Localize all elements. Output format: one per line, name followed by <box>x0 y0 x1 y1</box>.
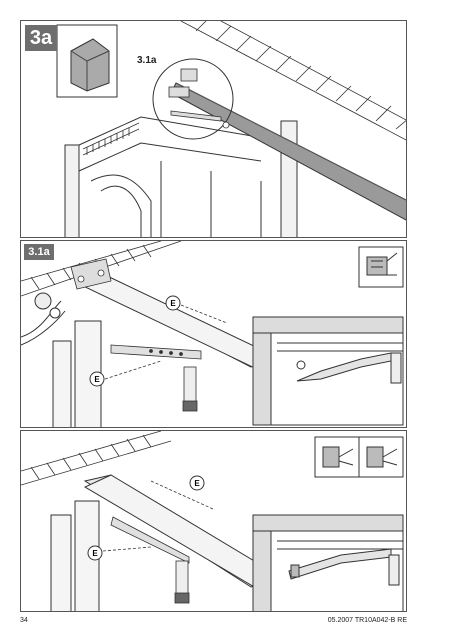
profile-inset <box>56 24 118 98</box>
overview-illustration <box>56 21 406 237</box>
assembly-guides <box>104 304 228 380</box>
callout-label: 3.1a <box>137 55 157 66</box>
marker-e-4: E <box>87 545 103 561</box>
door-arm <box>110 516 190 564</box>
detail-inset <box>252 514 404 611</box>
icon-inset <box>314 436 404 478</box>
cable <box>21 292 66 346</box>
detail-illustration-2: E E <box>21 431 404 611</box>
section-badge: 3a <box>25 25 57 51</box>
mount-bracket <box>168 68 230 129</box>
door-frame <box>64 116 298 237</box>
assembly-guides <box>102 480 214 552</box>
wall-bracket <box>70 258 112 290</box>
marker-e-2: E <box>89 371 105 387</box>
wall-hatching <box>180 21 406 141</box>
door-edge <box>50 500 100 611</box>
support-post <box>174 560 190 604</box>
marker-e-label: E <box>92 549 98 558</box>
detail-illustration-1: E E <box>21 241 404 427</box>
panel-3a: 3a 3.1a <box>20 20 407 238</box>
panel-3-1a: E E 3.1a <box>20 240 407 428</box>
wall-hatching <box>21 431 172 486</box>
door-arm <box>110 344 202 360</box>
marker-e-3: E <box>189 475 205 491</box>
marker-e-label: E <box>170 299 176 308</box>
detail-inset <box>252 316 404 426</box>
panel-step-2: E E <box>20 430 407 612</box>
icon-inset <box>358 246 404 288</box>
document-code: 05.2007 TR10A042-B RE <box>327 617 407 624</box>
torsion-spring <box>82 122 140 156</box>
page-number: 34 <box>20 617 28 624</box>
detail-circle <box>152 58 234 140</box>
marker-e-label: E <box>194 479 200 488</box>
section-badge: 3.1a <box>24 244 54 260</box>
marker-e-1: E <box>165 295 181 311</box>
marker-e-label: E <box>94 375 100 384</box>
support-post <box>182 366 198 412</box>
